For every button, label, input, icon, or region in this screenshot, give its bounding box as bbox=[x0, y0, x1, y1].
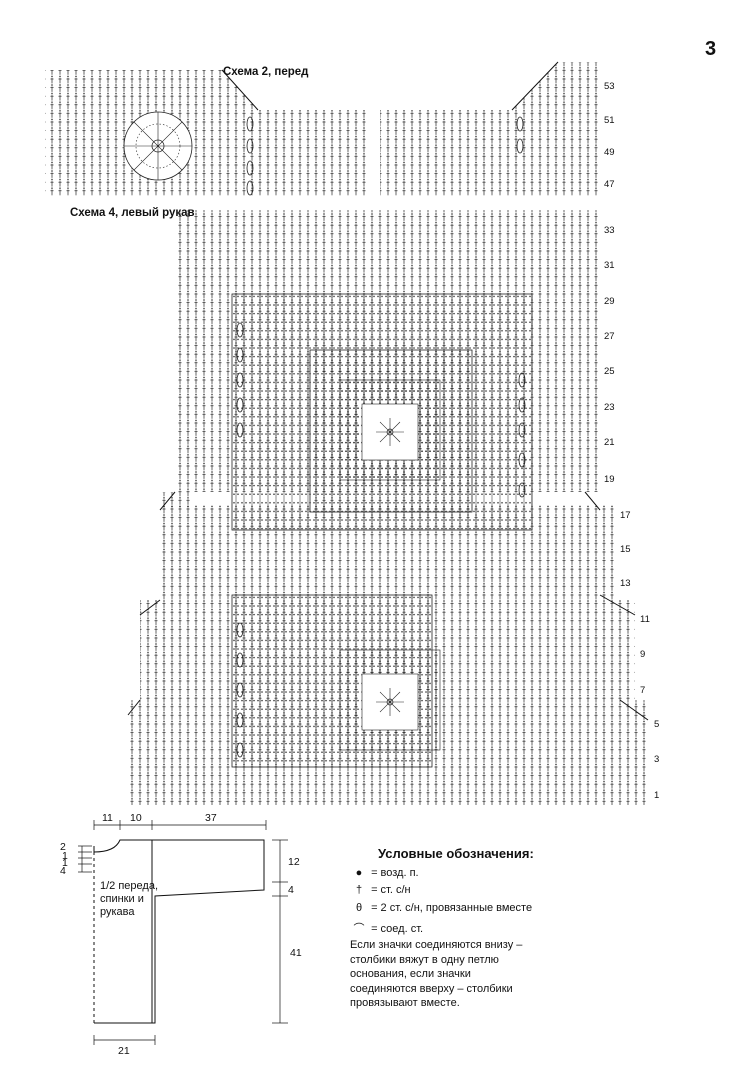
dim-top-right: 37 bbox=[205, 812, 217, 824]
dim-right-lower: 41 bbox=[290, 947, 302, 959]
cluster-icon: θ bbox=[355, 902, 363, 914]
legend-item: θ = 2 ст. с/н, провязанные вместе bbox=[350, 902, 532, 914]
motif-flower-icon bbox=[123, 111, 193, 181]
legend-item-text: = соед. ст. bbox=[371, 923, 424, 935]
dim-top-mid: 10 bbox=[130, 812, 142, 824]
row-number: 27 bbox=[604, 331, 615, 342]
row-number: 25 bbox=[604, 366, 615, 377]
dim-left-d: 4 bbox=[60, 865, 66, 877]
row-number: 1 bbox=[654, 790, 660, 801]
row-number: 7 bbox=[640, 685, 646, 696]
lower-motif bbox=[231, 594, 441, 768]
scheme2-title: Схема 2, перед bbox=[223, 66, 309, 78]
row-number: 9 bbox=[640, 649, 646, 660]
legend-title: Условные обозначения: bbox=[378, 846, 534, 861]
legend-item-text: = возд. п. bbox=[371, 867, 419, 879]
legend-item: † = ст. с/н bbox=[350, 884, 411, 896]
row-number: 51 bbox=[604, 115, 615, 126]
row-number: 17 bbox=[620, 510, 631, 521]
legend-item: ● = возд. п. bbox=[350, 867, 419, 879]
slip-stitch-icon: ⌒ bbox=[353, 923, 365, 935]
row-number: 29 bbox=[604, 296, 615, 307]
row-number: 53 bbox=[604, 81, 615, 92]
scheme4-title: Схема 4, левый рукав bbox=[70, 207, 195, 219]
row-number: 11 bbox=[640, 614, 650, 625]
pattern-outline bbox=[78, 820, 288, 1045]
row-number: 33 bbox=[604, 225, 615, 236]
scheme4-chart bbox=[127, 210, 649, 805]
row-number: 13 bbox=[620, 578, 631, 589]
dim-left-a: 2 bbox=[60, 841, 66, 853]
row-number: 31 bbox=[604, 260, 615, 271]
dot-icon: ● bbox=[355, 867, 363, 879]
row-number: 49 bbox=[604, 147, 615, 158]
dim-bottom: 21 bbox=[118, 1045, 130, 1057]
row-number: 15 bbox=[620, 544, 631, 555]
page-number: 3 bbox=[705, 38, 717, 60]
dim-right-upper: 12 bbox=[288, 856, 300, 868]
row-number: 3 bbox=[654, 754, 660, 765]
scheme2-chart bbox=[45, 61, 600, 196]
legend-item-text: = ст. с/н bbox=[371, 884, 411, 896]
legend-item: ⌒ = соед. ст. bbox=[350, 920, 424, 936]
row-number: 47 bbox=[604, 179, 615, 190]
dim-left-b: 1 bbox=[62, 850, 68, 862]
double-crochet-icon: † bbox=[355, 884, 363, 896]
pattern-label: 1/2 переда, спинки и рукава bbox=[100, 880, 159, 918]
legend-item-text: = 2 ст. с/н, провязанные вместе bbox=[371, 902, 533, 914]
row-number: 21 bbox=[604, 437, 615, 448]
row-number: 19 bbox=[604, 474, 615, 485]
legend-note: Если значки соединяются внизу – столбики… bbox=[350, 939, 523, 1009]
dim-left-c: 1 bbox=[62, 857, 68, 869]
dim-top-left: 11 bbox=[102, 812, 113, 824]
dim-right-mid: 4 bbox=[288, 884, 294, 896]
row-number: 23 bbox=[604, 402, 615, 413]
row-number: 5 bbox=[654, 719, 660, 730]
upper-motif bbox=[231, 293, 533, 531]
